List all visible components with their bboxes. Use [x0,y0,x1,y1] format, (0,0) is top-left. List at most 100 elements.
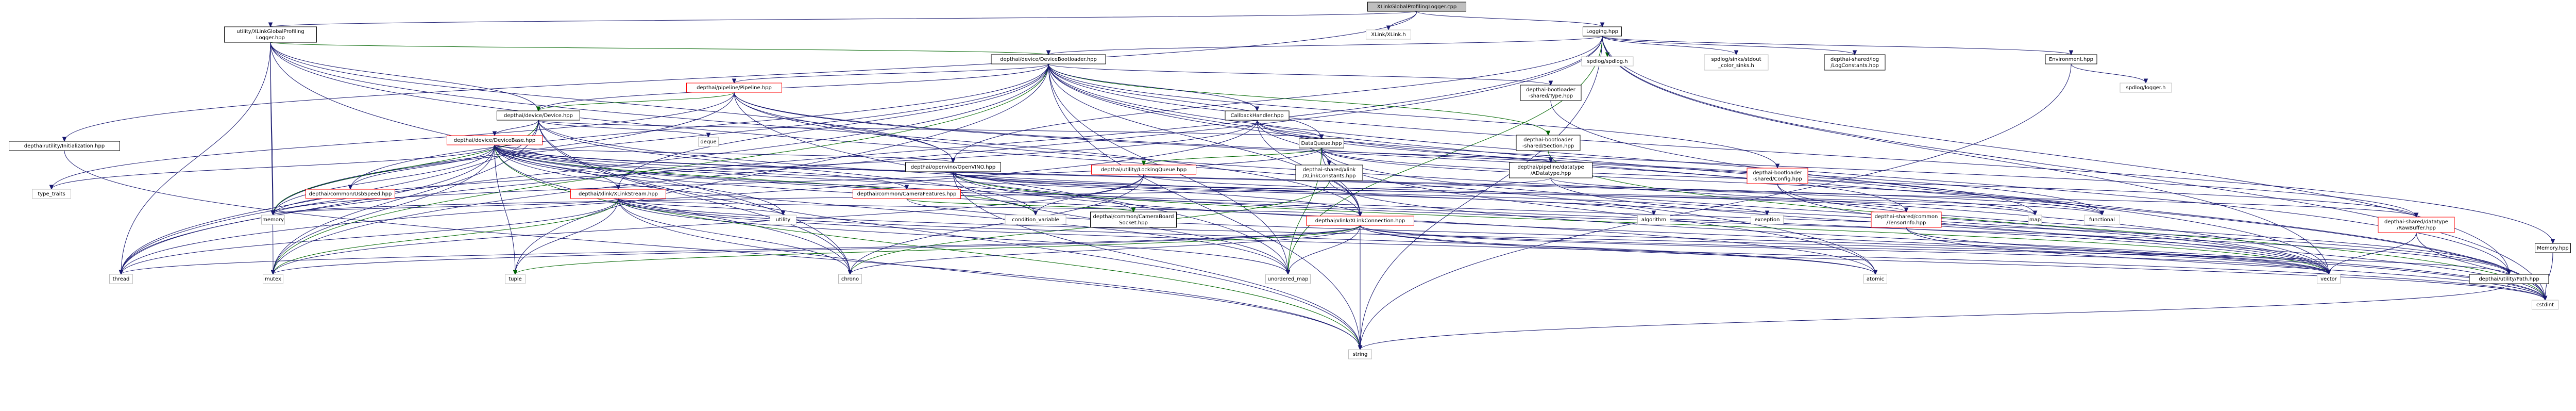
edge-arrowhead [49,185,54,190]
node-box [853,189,961,199]
node-device[interactable]: depthai/device/Device.hpp [497,110,580,121]
node-lockingQueue[interactable]: depthai/utility/LockingQueue.hpp [1091,165,1196,175]
node-utilPath[interactable]: depthai/utility/Path.hpp [2469,274,2549,284]
edge-line [494,144,784,216]
node-box [1367,2,1466,12]
edge-line [1360,225,2546,301]
node-rawBuffer[interactable]: depthai-shared/datatype/RawBuffer.hpp [2378,217,2455,233]
edge-line [618,198,784,216]
node-box [1091,165,1196,175]
edge-lockingQueue-to-functional [1143,174,2105,216]
node-usbSpeed[interactable]: depthai/common/UsbSpeed.hpp [306,189,395,199]
edge-line [64,11,1417,142]
edge-line [51,92,735,190]
node-box [1581,56,1634,67]
edge-line [618,63,1049,190]
node-spdlog: spdlog/spdlog.h [1581,56,1634,67]
node-label: depthai/device/Device.hpp [504,113,573,119]
node-xlinkConnection[interactable]: depthai/xlink/XLinkConnection.hpp [1306,216,1414,226]
node-label: depthai-shared/datatype [2384,219,2448,225]
node-openvino[interactable]: depthai/openvino/OpenVINO.hpp [905,162,1001,172]
node-pipeline[interactable]: depthai/pipeline/Pipeline.hpp [686,83,782,93]
edge-line [1143,147,1322,166]
edge-line [1602,36,1855,55]
edge-xlinkStream-to-memory [270,198,619,216]
edge-line [1602,36,2510,275]
node-label: XLinkGlobalProfilingLogger.cpp [1377,4,1457,10]
node-box [261,215,285,225]
edge-line [1360,225,1876,275]
edge-arrowhead [1327,160,1332,166]
node-label: deque [700,139,716,145]
edge-arrowhead [513,270,518,275]
edge-root-to-xlinkh [1386,11,1417,31]
edge-lockingQueue-to-condVar [1033,174,1144,216]
node-stdoutSinks: spdlog/sinks/stdout_color_sinks.h [1704,54,1769,71]
edge-line [1906,227,2329,275]
node-box [905,162,1001,172]
node-box [306,189,395,199]
edge-line [1257,120,1322,139]
node-label: cstdint [2536,302,2554,308]
edge-bootloader-to-blType [1048,63,1553,86]
node-xlinkStream[interactable]: depthai/xlink/XLinkStream.hpp [570,189,666,199]
node-blType[interactable]: depthai-bootloader-shared/Type.hpp [1520,85,1582,101]
edge-arrowhead [1548,158,1553,163]
edge-openvino-to-exception [953,171,1770,216]
node-profilingLogger[interactable]: utility/XLinkGlobalProfilingLogger.hpp [224,26,317,43]
node-logConst[interactable]: depthai-shared/log/LogConstants.hpp [1824,54,1886,71]
node-box [32,189,71,199]
edge-rawBuffer-to-vector [2326,232,2417,275]
node-tensorInfo[interactable]: depthai-shared/common/TensorInfo.hpp [1871,211,1942,228]
node-label: string [1353,352,1368,357]
node-label: -shared/Config.hpp [1753,176,1802,182]
edge-line [1602,36,1737,55]
edge-line [1048,63,1361,350]
node-label: map [2029,217,2041,223]
node-box [1509,162,1592,178]
edge-deviceBase-to-camFeatures [494,144,909,190]
node-map: map [2028,215,2042,225]
node-deque: deque [698,137,719,147]
node-box [1516,135,1581,151]
node-deviceBase[interactable]: depthai/device/DeviceBase.hpp [447,135,543,145]
node-label: /XLinkConstants.hpp [1302,173,1355,179]
node-blConfig[interactable]: depthai-bootloader-shared/Config.hpp [1747,168,1808,184]
edge-arrowhead [1600,22,1605,28]
edge-arrowhead [2099,210,2105,216]
node-label: DataQueue.hpp [1301,141,1342,146]
node-box [770,215,796,225]
node-label: type_traits [38,191,65,197]
edge-line [121,63,1049,275]
node-blSection[interactable]: depthai-bootloader-shared/Section.hpp [1516,135,1581,151]
edge-arrowhead [1131,207,1136,213]
edge-arrowhead [2550,239,2555,244]
edge-root-to-profilingLogger [268,11,1417,28]
edge-line [494,120,539,136]
node-dataQueue[interactable]: DataQueue.hpp [1299,138,1344,149]
node-label: Logging.hpp [1586,29,1618,35]
node-xlinkConst[interactable]: depthai-shared/xlink/XLinkConstants.hpp [1295,165,1363,181]
node-box [263,274,283,284]
edge-line [1048,63,1361,217]
node-memoryHpp[interactable]: Memory.hpp [2535,243,2571,253]
edge-line [906,198,2329,275]
node-callback[interactable]: CallbackHandler.hpp [1225,110,1290,121]
edge-line [1048,63,1258,111]
edge-line [273,63,1049,275]
edge-line [273,198,619,216]
node-bootloader[interactable]: depthai/device/DeviceBootloader.hpp [991,54,1106,64]
node-camFeatures[interactable]: depthai/common/CameraFeatures.hpp [853,189,961,199]
node-label: depthai/device/DeviceBootloader.hpp [1000,57,1097,62]
node-label: vector [2320,276,2337,282]
node-label: utility [776,217,791,223]
node-rawDatatype[interactable]: depthai/pipeline/datatype/ADatatype.hpp [1509,162,1592,178]
node-label: Memory.hpp [2537,245,2568,251]
node-algorithm: algorithm [1637,215,1670,225]
node-utilInit[interactable]: depthai/utility/Initialization.hpp [9,141,120,151]
edge-xlinkConnection-to-unorderedMap [1285,225,1361,275]
node-logging[interactable]: Logging.hpp [1583,26,1622,37]
edge-line [1321,147,2417,218]
node-environment[interactable]: Environment.hpp [2045,54,2097,64]
